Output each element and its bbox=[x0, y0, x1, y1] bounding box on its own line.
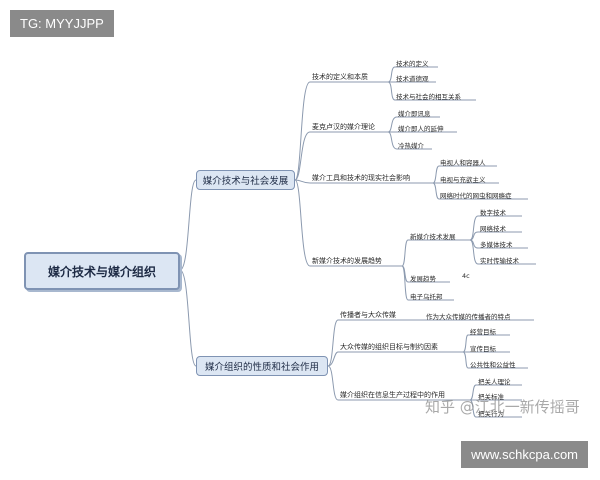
leaf-node: 冷热媒介 bbox=[398, 142, 424, 150]
topic-communicator: 传播者与大众传媒 bbox=[340, 311, 396, 319]
leaf-node: 把关人理论 bbox=[478, 378, 511, 386]
topic-mcluhan-theory: 麦克卢汉的媒介理论 bbox=[312, 123, 375, 131]
telegram-tag: TG: MYYJJPP bbox=[10, 10, 114, 37]
zhihu-watermark: 知乎 @江北一新传摇哥 bbox=[425, 398, 580, 416]
leaf-node: 宣传目标 bbox=[470, 345, 496, 353]
leaf-node: 公共性和公益性 bbox=[470, 361, 516, 369]
leaf-node: 媒介即讯息 bbox=[398, 110, 431, 118]
subtopic-trends-note: 4c bbox=[462, 272, 470, 280]
leaf-node: 多媒体技术 bbox=[480, 241, 513, 249]
topic-info-production: 媒介组织在信息生产过程中的作用 bbox=[340, 391, 445, 399]
topic-new-media-trends: 新媒介技术的发展趋势 bbox=[312, 257, 382, 265]
leaf-node: 实时传输技术 bbox=[480, 257, 519, 265]
leaf-node: 技术与社会的相互关系 bbox=[396, 93, 461, 101]
root-node: 媒介技术与媒介组织 bbox=[24, 252, 180, 290]
branch-media-organization: 媒介组织的性质和社会作用 bbox=[196, 356, 328, 376]
leaf-node: 作为大众传媒的传播者的特点 bbox=[426, 313, 511, 321]
leaf-node: 电视人和容器人 bbox=[440, 159, 486, 167]
leaf-node: 网络技术 bbox=[480, 225, 506, 233]
topic-tech-definition: 技术的定义和本质 bbox=[312, 73, 368, 81]
leaf-node: 数字技术 bbox=[480, 209, 506, 217]
leaf-node: 技术的定义 bbox=[396, 60, 429, 68]
leaf-node: 技术道德观 bbox=[396, 75, 429, 83]
leaf-node: 把关行为 bbox=[478, 410, 504, 418]
branch-media-technology: 媒介技术与社会发展 bbox=[196, 170, 295, 190]
subtopic-e-utopia: 电子乌托邦 bbox=[410, 293, 443, 301]
website-tag: www.schkcpa.com bbox=[461, 441, 588, 468]
topic-social-impact: 媒介工具和技术的现实社会影响 bbox=[312, 174, 410, 182]
leaf-node: 媒介即人的延伸 bbox=[398, 125, 444, 133]
subtopic-new-media-tech: 新媒介技术发展 bbox=[410, 233, 456, 241]
leaf-node: 网络时代的网虫和网瘾症 bbox=[440, 192, 512, 200]
leaf-node: 经营目标 bbox=[470, 328, 496, 336]
leaf-node: 把关标准 bbox=[478, 393, 504, 401]
topic-org-goals: 大众传媒的组织目标与制约因素 bbox=[340, 343, 438, 351]
leaf-node: 电视与充欲主义 bbox=[440, 176, 486, 184]
subtopic-trends: 发展趋势 bbox=[410, 275, 436, 283]
